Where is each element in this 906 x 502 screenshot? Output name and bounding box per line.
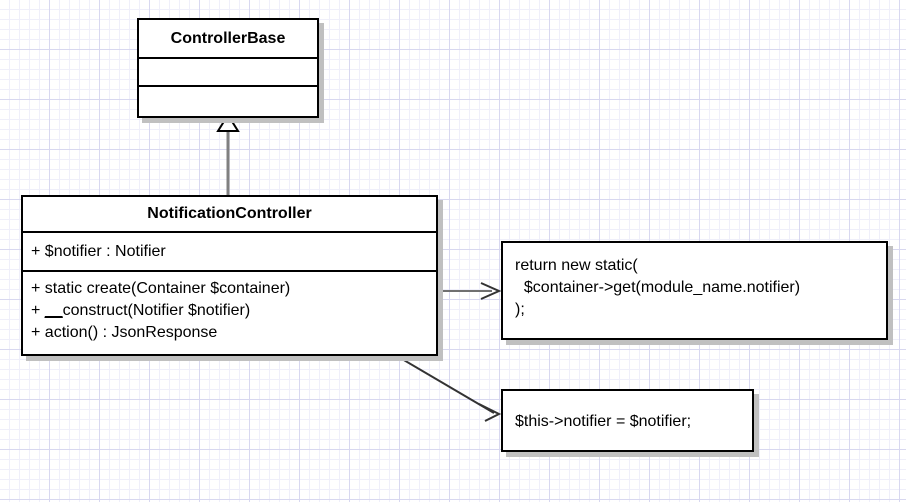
operation-construct-prefix: + [31,302,45,319]
class-name-compartment: ControllerBase [139,20,317,57]
operation-create: + static create(Container $container) [23,278,436,300]
class-title-controller-base: ControllerBase [170,29,286,47]
operation-construct: + __construct(Notifier $notifier) [23,300,436,322]
generalization-connector [216,113,240,195]
note-create-line-1: return new static( [515,257,638,274]
note-construct-body[interactable]: $this->notifier = $notifier; [501,389,754,452]
operations-compartment: + static create(Container $container) + … [23,270,436,354]
operation-action-prefix: + [31,324,45,341]
note-create-line-3: ); [515,301,525,318]
operation-construct-text: construct(Notifier $notifier) [62,302,251,319]
open-arrow-icon [478,403,502,422]
note-create-body[interactable]: return new static( $container->get(modul… [501,241,888,340]
class-notification-controller[interactable]: NotificationController + $notifier : Not… [21,195,438,356]
operation-action-text: action() : JsonResponse [44,324,218,341]
operation-construct-underscores: __ [44,302,63,319]
note-construct-line-1: $this->notifier = $notifier; [515,413,692,430]
attribute-notifier: + $notifier : Notifier [31,242,166,260]
operation-action: + action() : JsonResponse [23,322,436,344]
operation-create-prefix: + static [31,280,87,297]
note-create-line-2: $container->get(module_name.notifier) [515,279,801,296]
attributes-compartment: + $notifier : Notifier [23,231,436,270]
class-title-notification-controller: NotificationController [147,205,312,222]
class-name-compartment: NotificationController [23,197,436,231]
hollow-triangle-icon [216,113,240,132]
open-arrow-icon [480,282,502,300]
attributes-compartment [139,57,317,85]
operation-create-text: create(Container $container) [86,280,291,297]
class-controller-base[interactable]: ControllerBase [137,18,319,118]
operations-compartment [139,85,317,116]
